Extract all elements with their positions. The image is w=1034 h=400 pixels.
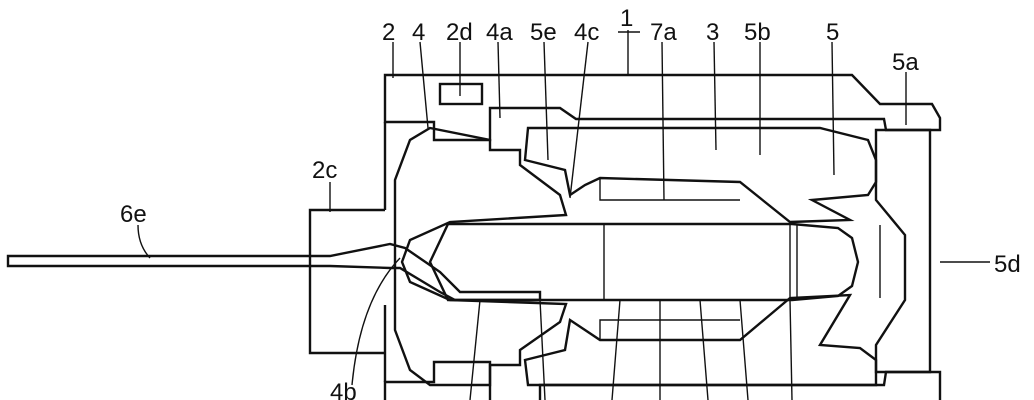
label-3: 3 — [706, 19, 719, 46]
label-6e: 6e — [120, 201, 147, 228]
label-4b: 4b — [330, 379, 357, 400]
label-5d: 5d — [994, 251, 1021, 278]
label-1: 1 — [620, 5, 633, 32]
label-2d: 2d — [446, 19, 473, 46]
label-5: 5 — [826, 19, 839, 46]
label-2: 2 — [382, 19, 395, 46]
label-4a: 4a — [486, 19, 513, 46]
label-4: 4 — [412, 19, 425, 46]
insulator-4 — [393, 126, 568, 387]
label-5e: 5e — [530, 19, 557, 46]
rear-boss-2c — [308, 208, 385, 355]
label-5b: 5b — [744, 19, 771, 46]
contact-body-5-lower — [523, 293, 878, 387]
shell-bottom-wall — [383, 360, 492, 400]
label-2c: 2c — [312, 157, 337, 184]
contact-body-5-upper — [523, 126, 878, 224]
label-4c: 4c — [574, 19, 599, 46]
label-5a: 5a — [892, 49, 919, 76]
leader-lines — [137, 30, 990, 400]
notch-2d — [438, 82, 484, 106]
label-7a: 7a — [650, 19, 677, 46]
cable-6e — [6, 242, 542, 302]
cavity-7a — [599, 178, 740, 340]
shell-bottom-wall-right — [538, 370, 942, 400]
pin-conductor — [428, 222, 860, 302]
tip-5a — [874, 128, 932, 374]
